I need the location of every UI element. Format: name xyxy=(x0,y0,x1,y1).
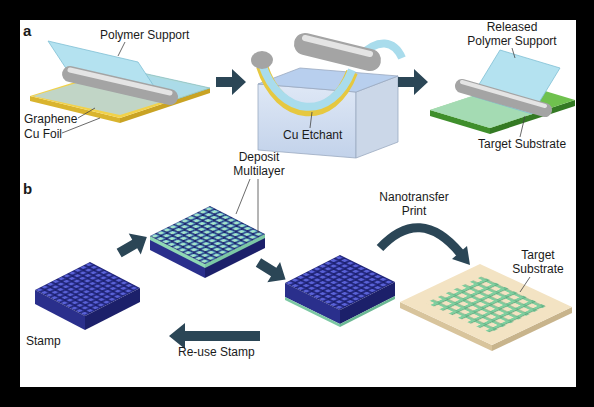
part-label: Target Substrate xyxy=(478,137,566,151)
part-label: Cu Foil xyxy=(24,127,62,141)
leader-line xyxy=(118,42,125,56)
part-label: Stamp xyxy=(26,334,61,348)
leader-line xyxy=(236,179,250,214)
part-label: Polymer Support xyxy=(100,28,189,42)
step-label: Nanotransfer Print xyxy=(370,190,458,218)
roller xyxy=(70,74,170,97)
roller-highlight xyxy=(70,70,170,93)
roller-highlight xyxy=(305,38,370,54)
leader-line xyxy=(512,48,515,58)
part-label: Deposit Multilayer xyxy=(222,150,296,178)
stamp-pillars xyxy=(35,262,140,316)
process-arrow xyxy=(113,227,153,264)
stamp-pillars xyxy=(285,255,395,310)
polymer-support xyxy=(262,64,352,107)
panel-letter: b xyxy=(23,180,32,197)
leader-line xyxy=(78,108,95,118)
process-arrow xyxy=(216,69,246,95)
part-label: Released Polymer Support xyxy=(466,20,558,48)
roller xyxy=(462,86,545,110)
transfer-arrow xyxy=(380,228,460,253)
multilayer-pillars xyxy=(150,206,265,264)
roller xyxy=(251,51,273,69)
step-label: Re-use Stamp xyxy=(178,345,255,359)
panel-background xyxy=(20,20,576,387)
leader-line xyxy=(258,179,259,233)
printed-mesh xyxy=(426,276,546,333)
transfer-arrow-head xyxy=(452,246,470,265)
part-label: Cu Etchant xyxy=(283,128,342,142)
leader-line xyxy=(520,277,530,292)
process-arrow xyxy=(398,69,428,95)
roller-highlight xyxy=(462,82,545,106)
part-label: Graphene xyxy=(24,112,77,126)
panel-letter: a xyxy=(23,22,31,39)
target-substrate xyxy=(400,264,572,345)
leader-line xyxy=(520,116,525,137)
part-label: Target Substrate xyxy=(505,248,571,276)
leader-line xyxy=(310,112,312,128)
